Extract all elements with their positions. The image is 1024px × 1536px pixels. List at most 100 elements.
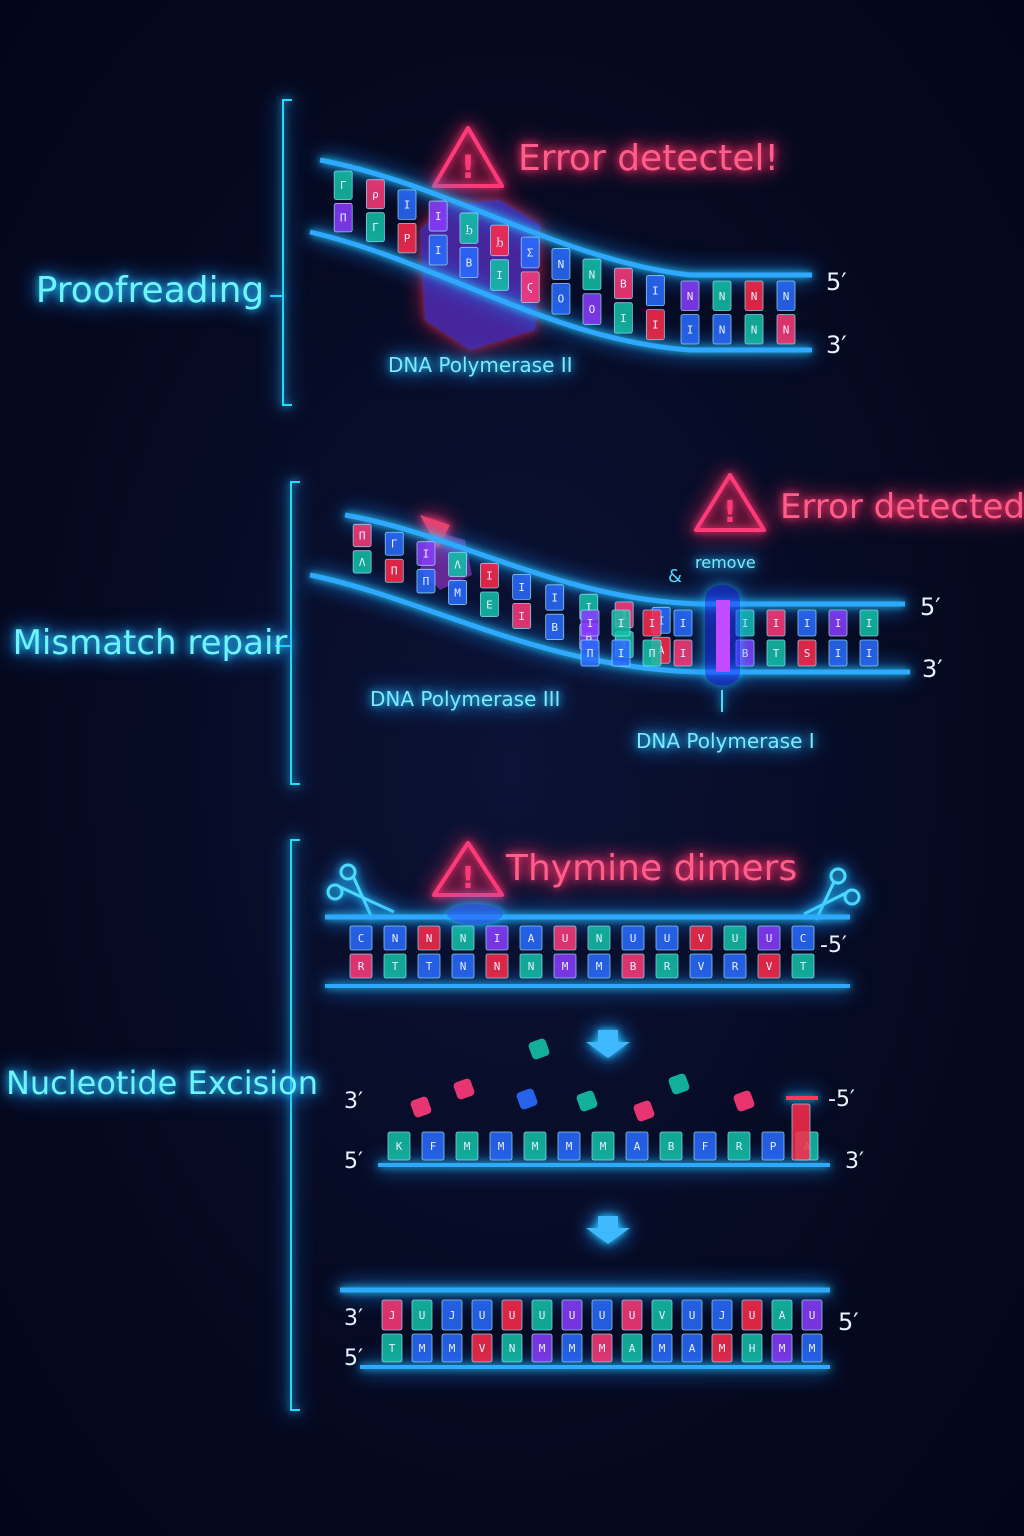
base-letter: C [358,932,365,945]
base-letter: A [689,1342,696,1355]
base-bottom [383,953,407,979]
base-letter: Μ [454,587,461,600]
cut-marker-icon [420,515,450,548]
base-letter: I [494,932,501,945]
strand-bottom [309,229,812,353]
base-letter: Ι [585,601,592,614]
end-label: -5′ [828,1087,855,1112]
base-letter: J [449,1309,456,1322]
base-bottom [771,1333,793,1363]
base-top [859,609,879,637]
base-letter: R [732,960,739,973]
base-top [485,925,509,951]
base-letter: Ν [751,323,758,336]
base-bottom [801,1333,823,1363]
base-bottom [681,1333,703,1363]
base-top [655,925,679,951]
base-letter: Ι [649,617,656,630]
base-bottom [766,639,786,667]
base-letter: M [419,1342,426,1355]
base-letter: Ι [835,647,842,660]
end-label-5: 5′ [826,268,847,296]
base-letter: M [532,1140,539,1153]
base-bottom [490,259,509,291]
strand-top [319,157,812,278]
base-letter: M [566,1140,573,1153]
template-base [693,1131,717,1161]
base-bottom [531,1333,553,1363]
base-letter: Ι [496,269,503,282]
base-bottom [776,314,796,345]
down-arrow-icon [586,1030,630,1058]
base-letter: U [629,1309,636,1322]
base-letter: M [539,1342,546,1355]
base-top [591,1299,613,1331]
base-top [471,1299,493,1331]
remove-icon: & [668,566,682,587]
base-letter: U [689,1309,696,1322]
enzyme-label-2: DNA Polymerase I [636,729,815,753]
base-letter: N [596,932,603,945]
base-letter: U [539,1309,546,1322]
base-letter: Ι [618,617,625,630]
base-top [741,1299,763,1331]
strand-top [344,512,905,607]
base-top [673,609,693,637]
base-letter: M [498,1140,505,1153]
base-letter: U [664,932,671,945]
base-top [766,609,786,637]
base-letter: U [419,1309,426,1322]
base-letter: T [800,960,807,973]
base-top [744,280,764,311]
base-letter: Ι [518,581,525,594]
section-nucleotide-excision: Nucleotide Excision ! Thymine dimers CRN… [6,839,864,1411]
warning-icon: ! [432,841,504,897]
base-letter: Λ [454,558,461,571]
base-letter: Ν [783,290,790,303]
base-top [381,1299,403,1331]
base-top [441,1299,463,1331]
base-letter: Π [649,647,656,660]
base-top [333,170,353,200]
section-proofreading: Proofreading ! Error detectel! ΓΠρΓΙΡΙΙϦ… [36,99,847,406]
base-top [349,925,373,951]
base-bottom [689,953,713,979]
base-letter: J [389,1309,396,1322]
base-letter: Β [466,256,473,269]
base-bottom [561,1333,583,1363]
base-letter: Ν [687,290,694,303]
base-top [480,562,499,589]
base-letter: A [528,932,535,945]
base-letter: A [629,1342,636,1355]
template-base [523,1131,547,1161]
base-letter: U [509,1309,516,1322]
free-nucleotide [516,1088,538,1110]
base-top [531,1299,553,1331]
base-top [520,236,540,269]
base-top [384,531,404,556]
end-label-3: 3′ [826,331,847,359]
base-letter: Ι [680,647,687,660]
section-bracket [290,481,300,785]
base-letter: Ν [783,323,790,336]
enzyme-label: DNA Polymerase III [370,687,560,711]
base-letter: Ι [687,323,694,336]
scissors-icon [326,863,395,919]
base-bottom [673,639,693,667]
base-top [680,280,700,311]
base-letter: F [430,1140,437,1153]
template-base [625,1131,649,1161]
base-letter: Ο [558,293,565,306]
base-letter: H [749,1342,756,1355]
end-label-5: 5′ [920,593,941,621]
base-bottom [591,1333,613,1363]
base-bottom [621,1333,643,1363]
free-nucleotide [453,1078,475,1100]
base-letter: Ε [486,598,493,611]
base-top [621,925,645,951]
base-letter: Β [551,621,558,634]
base-bottom [366,212,385,243]
base-top [621,1299,643,1331]
base-bottom [519,953,543,979]
